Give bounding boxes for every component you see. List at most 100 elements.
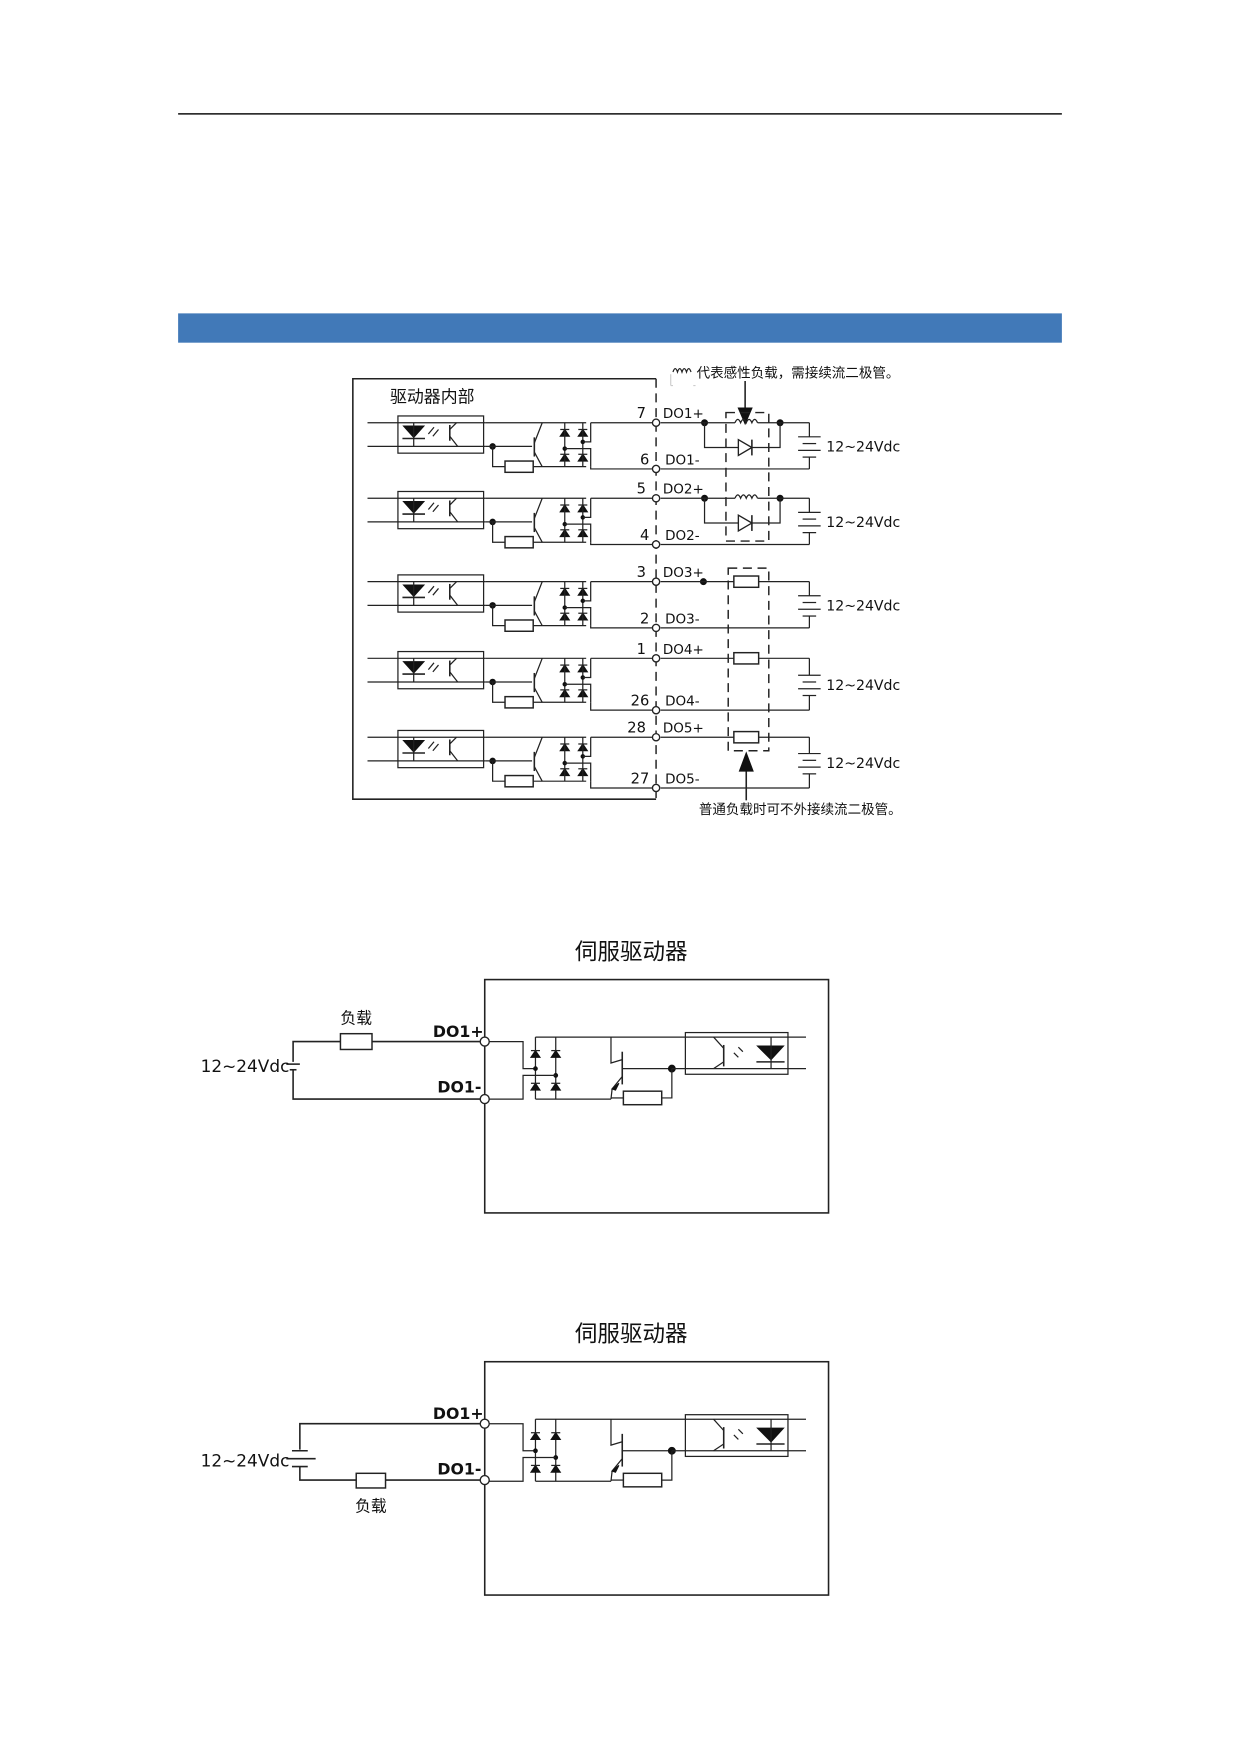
- signal-label: DO3+: [663, 565, 704, 581]
- do1-minus-label: DO1-: [437, 1459, 481, 1478]
- light-emission-icon: [733, 1428, 744, 1440]
- light-emission-icon: [427, 662, 439, 673]
- load-label: 负载: [340, 1009, 372, 1028]
- supply-voltage-label: 12~24Vdc: [826, 598, 900, 614]
- supply-voltage-label: 12~24Vdc: [826, 515, 900, 531]
- light-emission-icon: [733, 1046, 744, 1058]
- signal-label: DO2-: [665, 528, 700, 544]
- flyback-diode-icon: [737, 438, 754, 457]
- pin-number: 2: [640, 610, 649, 627]
- optocoupler-box: [397, 415, 485, 454]
- arrow-up-icon: [738, 751, 754, 772]
- inductive-note-text: 代表感性负载，需接续流二极管。: [697, 365, 900, 382]
- supply-label: 12~24Vdc: [201, 1056, 290, 1076]
- resistor-icon: [504, 774, 534, 788]
- terminal-do1-minus: [479, 1093, 490, 1105]
- resistive-load-enclosure: [727, 567, 770, 752]
- inductor-icon: [734, 418, 759, 425]
- resistor-icon: [504, 619, 534, 632]
- optocoupler-box: [397, 490, 485, 530]
- phototransistor-icon: [713, 1418, 725, 1452]
- optocoupler-box: [397, 729, 485, 769]
- pin-number: 7: [637, 405, 646, 422]
- led-icon: [402, 498, 426, 522]
- optocoupler-box: [397, 650, 485, 690]
- do1-minus-label: DO1-: [437, 1077, 481, 1096]
- light-emission-icon: [427, 585, 439, 596]
- pin-number: 6: [640, 451, 649, 468]
- load-resistor: [733, 575, 760, 589]
- load-resistor: [339, 1032, 373, 1051]
- pin-number: 26: [631, 693, 650, 710]
- diode-icon: [550, 1082, 562, 1091]
- resistor-icon: [622, 1090, 663, 1106]
- signal-label: DO5+: [663, 721, 704, 737]
- transistor-icon: [533, 736, 543, 782]
- dc-supply-icon: [798, 581, 821, 628]
- resistor-icon: [622, 1472, 663, 1488]
- section-heading-bar: [178, 313, 1062, 343]
- terminal-do5-minus: [651, 783, 661, 793]
- optocoupler-box: [684, 1414, 789, 1458]
- resistor-icon: [504, 695, 534, 709]
- normal-note-text: 普通负载时可不外接续流二极管。: [699, 801, 902, 818]
- phototransistor-icon: [448, 736, 459, 762]
- phototransistor-icon: [448, 657, 459, 683]
- diode-icon: [550, 1464, 562, 1473]
- led-icon: [402, 581, 426, 606]
- terminal-do2-minus: [651, 540, 661, 549]
- signal-label: DO2+: [663, 482, 704, 498]
- resistor-icon: [504, 460, 534, 474]
- transistor-icon: [533, 581, 543, 626]
- light-emission-icon: [427, 741, 439, 752]
- light-emission-icon: [427, 426, 439, 437]
- diode-icon: [529, 1464, 542, 1473]
- phototransistor-icon: [448, 581, 459, 606]
- dc-supply-icon: [798, 422, 821, 469]
- pin-number: 4: [640, 527, 649, 544]
- signal-label: DO1-: [665, 452, 700, 468]
- led-icon: [402, 658, 426, 682]
- diode-icon: [529, 1049, 542, 1058]
- output-channel-1: 7 6 DO1+ DO1- 12~24Vdc: [367, 405, 900, 474]
- terminal-do3-minus: [651, 623, 661, 633]
- inductor-icon: [734, 494, 759, 500]
- signal-label: DO4+: [663, 642, 704, 658]
- terminal-do1-plus: [479, 1418, 490, 1429]
- terminal-do3-plus: [651, 577, 661, 586]
- npn-sink-wiring-diagram: 伺服驱动器 负载 12~24Vdc DO1+ DO1-: [201, 939, 830, 1214]
- do1-plus-label: DO1+: [433, 1404, 484, 1423]
- driver-internal-boundary: [352, 377, 657, 801]
- terminal-do5-plus: [651, 732, 661, 742]
- junction-dot: [533, 1448, 538, 1454]
- driver-internal-label: 驱动器内部: [390, 386, 474, 406]
- phototransistor-icon: [448, 422, 459, 447]
- transistor-icon: [533, 498, 543, 543]
- diode-icon: [550, 1049, 562, 1058]
- signal-label: DO3-: [665, 611, 700, 627]
- dc-supply-icon: [798, 737, 821, 788]
- transistor-icon: [610, 1419, 624, 1482]
- supply-voltage-label: 12~24Vdc: [826, 756, 900, 772]
- load-resistor: [733, 730, 760, 744]
- normal-load-note: 普通负载时可不外接续流二极管。: [699, 751, 902, 818]
- led-icon: [402, 422, 426, 447]
- transistor-icon: [610, 1037, 624, 1100]
- supply-label: 12~24Vdc: [201, 1451, 290, 1471]
- load-resistor: [733, 651, 760, 665]
- coil-icon: [670, 367, 696, 387]
- supply-voltage-label: 12~24Vdc: [826, 439, 900, 455]
- pin-number: 5: [637, 481, 646, 498]
- terminal-do1-minus: [479, 1474, 490, 1486]
- optocoupler-box: [397, 574, 485, 613]
- resistor-icon: [504, 535, 534, 549]
- phototransistor-icon: [713, 1036, 725, 1070]
- npn-source-wiring-diagram: 伺服驱动器 负载 12~24Vdc DO1+ DO1-: [201, 1321, 830, 1596]
- servo-driver-title: 伺服驱动器: [575, 1321, 688, 1347]
- signal-label: DO1+: [663, 406, 704, 422]
- transistor-icon: [533, 422, 543, 467]
- diode-icon: [529, 1082, 542, 1091]
- signal-label: DO4-: [665, 694, 700, 710]
